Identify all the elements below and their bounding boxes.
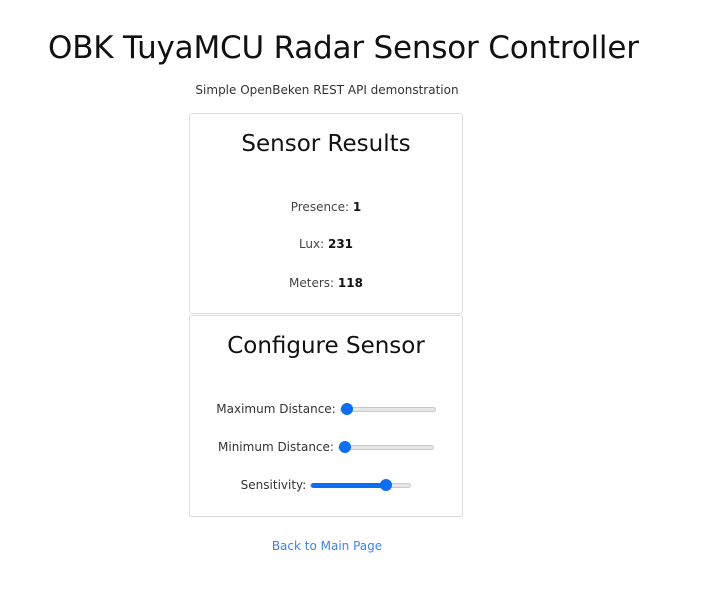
lux-label: Lux: (298, 237, 328, 251)
sensor-results-heading: Sensor Results (241, 131, 411, 157)
sensor-results-card: Sensor Results Presence: 1 Lux: 231 Mete… (189, 113, 463, 314)
lux-reading: Lux: 231 (190, 237, 462, 251)
meters-label: Meters: (289, 276, 338, 290)
max-distance-slider[interactable] (339, 403, 436, 415)
sensitivity-row: Sensitivity: (190, 478, 462, 492)
configure-sensor-card: Configure Sensor Maximum Distance: Minim… (189, 315, 463, 517)
meters-reading: Meters: 118 (190, 276, 462, 290)
presence-value: 1 (352, 200, 362, 214)
sensitivity-fill (311, 482, 386, 488)
min-distance-thumb[interactable] (338, 441, 351, 453)
sensitivity-thumb[interactable] (379, 479, 392, 491)
sensitivity-slider[interactable] (310, 479, 412, 491)
min-distance-label: Minimum Distance: (218, 440, 334, 454)
back-to-main-link[interactable]: Back to Main Page (271, 539, 383, 553)
meters-value: 118 (337, 276, 363, 290)
presence-reading: Presence: 1 (190, 200, 462, 214)
configure-sensor-heading: Configure Sensor (227, 333, 425, 359)
max-distance-thumb[interactable] (340, 403, 353, 415)
lux-value: 231 (327, 237, 354, 251)
page-subtitle: Simple OpenBeken REST API demonstration (195, 83, 459, 97)
min-distance-slider[interactable] (337, 441, 434, 453)
max-distance-label: Maximum Distance: (216, 402, 336, 416)
page-title: OBK TuyaMCU Radar Sensor Controller (48, 30, 639, 66)
presence-label: Presence: (290, 200, 353, 214)
max-distance-row: Maximum Distance: (190, 402, 462, 416)
min-distance-row: Minimum Distance: (190, 440, 462, 454)
sensitivity-label: Sensitivity: (240, 478, 307, 492)
